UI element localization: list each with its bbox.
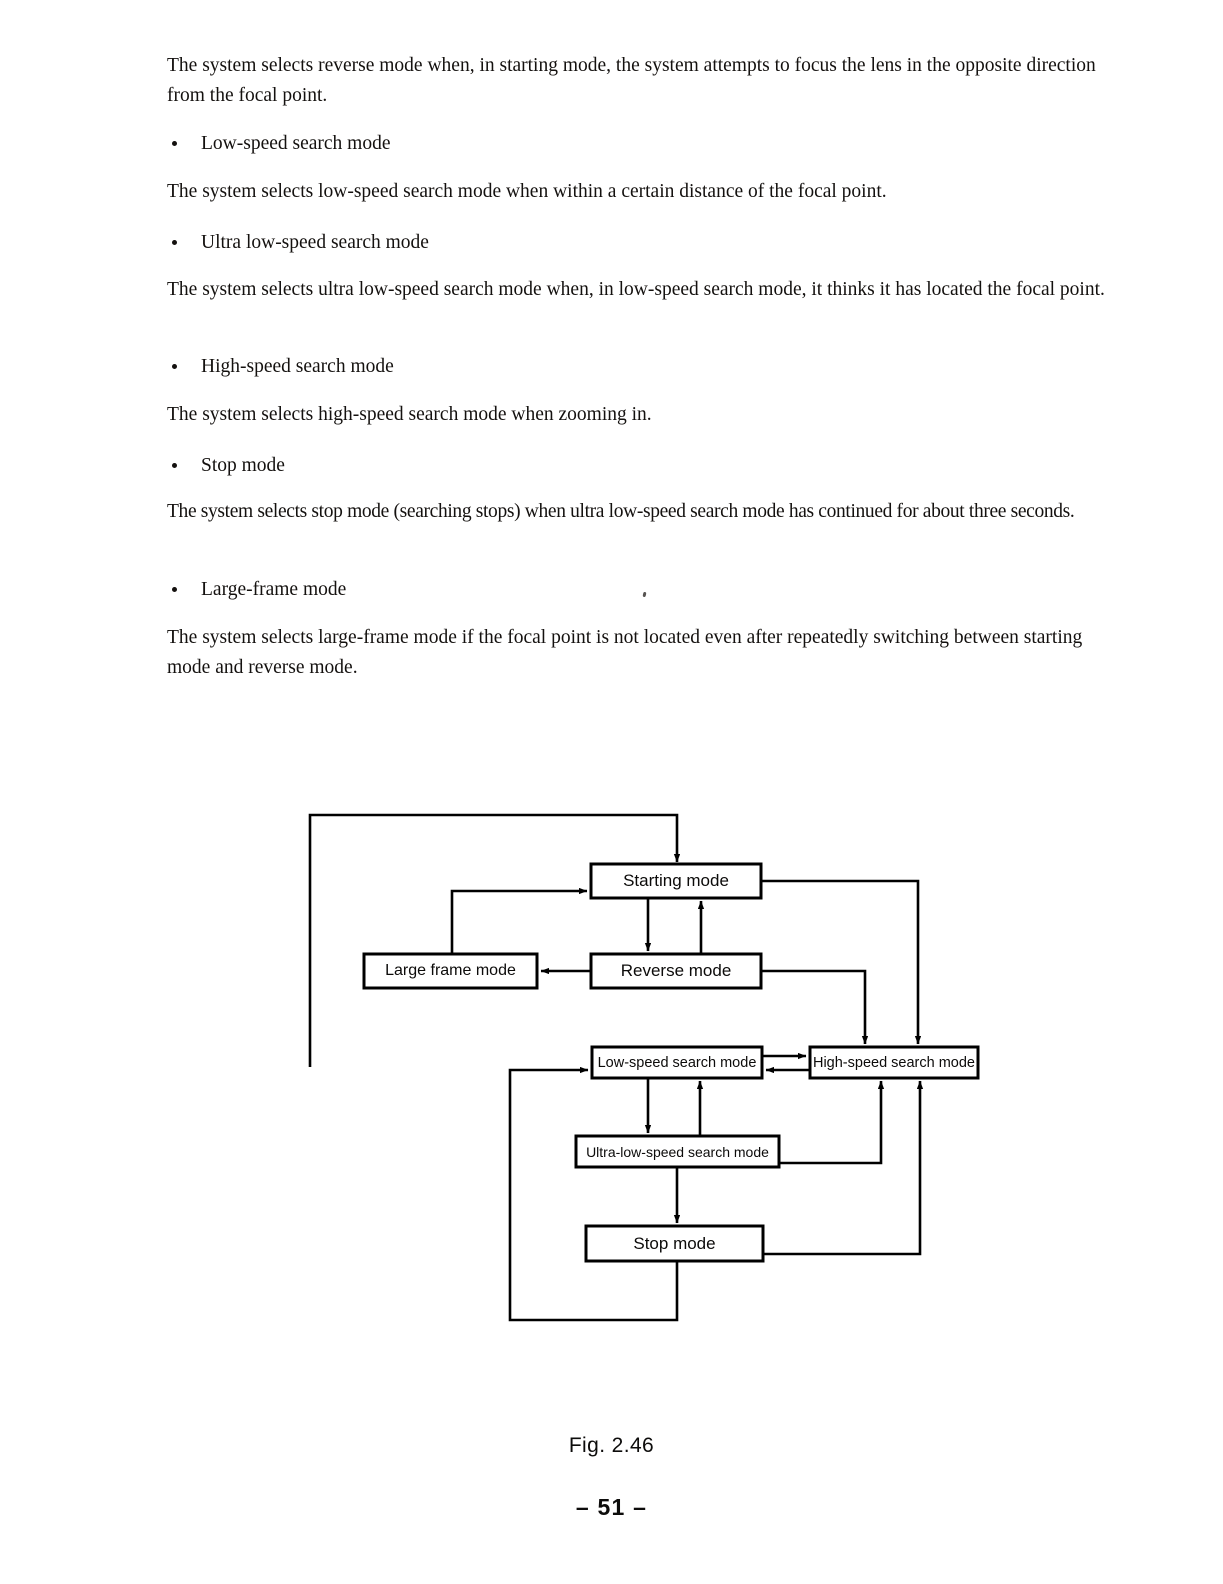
bullet-stop-mode: Stop mode [167, 452, 1114, 480]
paragraph-low-speed-desc: The system selects low-speed search mode… [167, 181, 887, 202]
edge-stop-to-low-speed [508, 1066, 679, 1322]
page-number: – 51 – [575, 1494, 648, 1520]
bullet-label: Large-frame mode [201, 579, 347, 600]
node-ultra-low[interactable] [574, 1134, 781, 1169]
body-text: The system selects ultra low-speed searc… [167, 275, 1114, 305]
bullet-ultra-low-speed-search-mode: Ultra low-speed search mode [167, 229, 1114, 257]
paragraph-large-frame-desc: The system selects large-frame mode if t… [167, 627, 1083, 678]
body-text: The system selects low-speed search mode… [167, 177, 1114, 207]
edge-stop-to-starting [308, 813, 681, 1067]
bullet-label: High-speed search mode [201, 356, 394, 377]
bullet-label: Ultra low-speed search mode [201, 232, 429, 253]
bullet-dot-icon [172, 364, 177, 369]
bullet-dot-icon [172, 463, 177, 468]
edge-starting-to-high-speed [761, 879, 922, 1045]
edge-large-frame-to-starting [450, 887, 588, 954]
edge-reverse-to-high-speed [761, 969, 869, 1045]
bullet-dot-icon [172, 587, 177, 592]
node-large-frame[interactable] [362, 952, 539, 990]
edge-ultra-low-to-high-speed [779, 1080, 885, 1165]
bullet-dot-icon [172, 240, 177, 245]
bullet-high-speed-search-mode: High-speed search mode [167, 353, 1114, 381]
bullet-low-speed-search-mode: Low-speed search mode [167, 130, 1114, 158]
bullet-large-frame-mode: Large-frame mode [167, 576, 1114, 604]
body-text: The system selects reverse mode when, in… [167, 51, 1114, 111]
node-stop[interactable] [584, 1224, 765, 1263]
bullet-label: Stop mode [201, 455, 285, 476]
node-reverse[interactable] [589, 952, 763, 990]
bullet-dot-icon [172, 141, 177, 146]
figure-caption: Fig. 2.46 [568, 1434, 655, 1457]
node-low-speed[interactable] [590, 1045, 764, 1080]
body-text: The system selects high-speed search mod… [167, 400, 1114, 430]
body-text: The system selects large-frame mode if t… [167, 623, 1114, 683]
paragraph-high-speed-desc: The system selects high-speed search mod… [167, 404, 652, 425]
paragraph-stop-mode-desc: The system selects stop mode (searching … [167, 501, 1075, 522]
node-starting[interactable] [589, 862, 763, 900]
paragraph-ultra-low-speed-desc: The system selects ultra low-speed searc… [167, 279, 1105, 300]
node-high-speed[interactable] [808, 1045, 980, 1080]
edge-stop-to-high-speed [763, 1080, 924, 1256]
paragraph-reverse-mode-desc: The system selects reverse mode when, in… [167, 55, 1096, 106]
bullet-label: Low-speed search mode [201, 133, 391, 154]
body-text: The system selects stop mode (searching … [167, 497, 1114, 527]
